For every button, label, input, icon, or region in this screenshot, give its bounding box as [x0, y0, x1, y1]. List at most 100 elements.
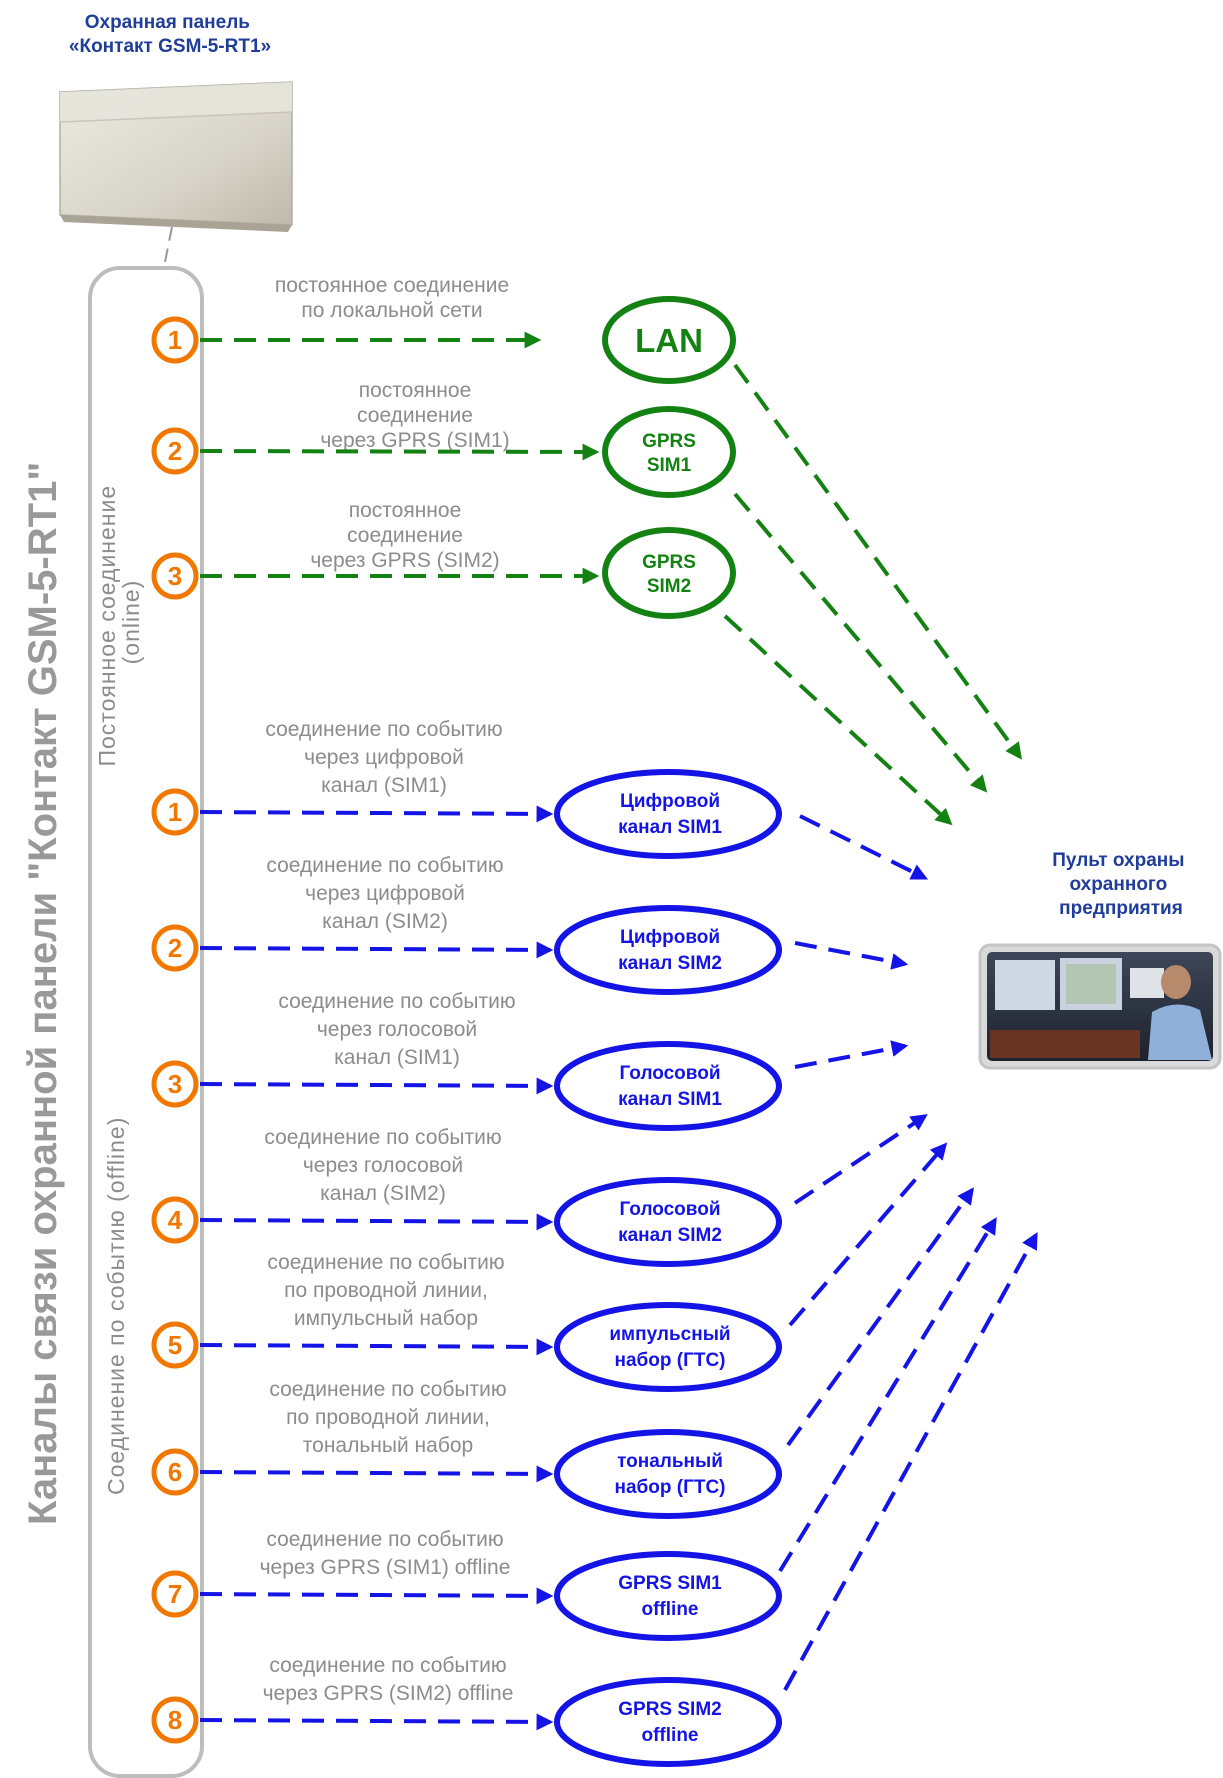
offline-node-label-1: Цифровой канал SIM1 [618, 791, 722, 838]
online-badge-number-2: 2 [168, 436, 182, 466]
online-badge-number-3: 3 [168, 561, 182, 591]
offline-node-label-8-line2: offline [642, 1725, 699, 1746]
offline-to-console-arrow-6 [786, 1187, 974, 1447]
offline-badge-number-4: 4 [168, 1205, 183, 1235]
group-online-label: Постоянное соединение (online) [94, 477, 144, 766]
offline-node-4 [554, 1177, 782, 1267]
console-operator-image [978, 943, 1222, 1070]
offline-desc-1-line2: через цифровой [304, 746, 464, 769]
offline-arrow-1 [199, 805, 554, 823]
side-title: Каналы связи охранной панели "Контакт GS… [21, 462, 65, 1525]
offline-desc-3-line1: соединение по событию [278, 990, 515, 1013]
offline-arrow-6 [199, 1465, 554, 1483]
offline-node-7 [554, 1551, 782, 1641]
offline-badge-3 [151, 1060, 199, 1108]
offline-desc-3-line3: канал (SIM1) [334, 1046, 460, 1069]
offline-node-label-6-line2: набор (ГТС) [614, 1477, 725, 1498]
online-desc-2-line1: постоянное [359, 379, 472, 402]
panel-title: Охранная панель «Контакт GSM-5-RT1» [69, 12, 271, 57]
offline-desc-7-line2: через GPRS (SIM1) offline [260, 1556, 511, 1579]
offline-node-label-5-line2: набор (ГТС) [614, 1350, 725, 1371]
offline-node-label-8-line1: GPRS SIM2 [618, 1699, 721, 1720]
offline-node-label-2-line1: Цифровой [620, 927, 720, 948]
offline-badge-5 [151, 1321, 199, 1369]
offline-node-6 [554, 1429, 782, 1519]
offline-node-2 [554, 905, 782, 995]
offline-node-label-8: GPRS SIM2 offline [618, 1699, 721, 1746]
offline-node-3 [554, 1041, 782, 1131]
online-node-label-3: GPRS SIM2 [642, 552, 696, 597]
offline-desc-8-line2: через GPRS (SIM2) offline [263, 1682, 514, 1705]
offline-badge-1 [151, 788, 199, 836]
offline-to-console-arrow-8 [783, 1232, 1038, 1691]
offline-node-label-1-line2: канал SIM1 [618, 817, 722, 838]
online-badge-2 [151, 427, 199, 475]
group-online-line1: Постоянное соединение [94, 485, 120, 767]
offline-node-label-7-line2: offline [642, 1599, 699, 1620]
panel-title-line2: «Контакт GSM-5-RT1» [69, 36, 271, 57]
offline-desc-5-line3: импульсный набор [294, 1307, 478, 1330]
offline-to-console-arrow-4 [793, 1114, 928, 1205]
online-node-2 [602, 406, 736, 498]
offline-desc-4-line2: через голосовой [303, 1154, 463, 1177]
console-title-line1: Пульт охраны [1052, 850, 1184, 871]
online-desc-2-line2: соединение [357, 404, 473, 427]
offline-desc-7-line1: соединение по событию [266, 1528, 503, 1551]
offline-node-8 [554, 1677, 782, 1767]
offline-badge-8 [151, 1696, 199, 1744]
offline-arrow-2 [199, 941, 554, 959]
online-to-console-arrow-3 [723, 614, 953, 826]
offline-node-label-3-line2: канал SIM1 [618, 1089, 722, 1110]
online-node-1 [602, 296, 736, 384]
online-node-label-2-line1: GPRS [642, 431, 696, 452]
online-desc-1-line1: постоянное соединение [275, 274, 509, 297]
online-to-console-arrow-2 [733, 492, 988, 793]
console-title-line3: предприятия [1059, 898, 1183, 919]
offline-badge-4 [151, 1196, 199, 1244]
group-offline-line1: Соединение по событию (offline) [103, 1117, 129, 1495]
offline-desc-4-line1: соединение по событию [264, 1126, 501, 1149]
offline-desc-6-line3: тональный набор [303, 1434, 473, 1457]
offline-badge-number-3: 3 [168, 1069, 182, 1099]
online-desc-3-line2: соединение [347, 524, 463, 547]
offline-node-label-2: Цифровой канал SIM2 [618, 927, 722, 974]
online-badge-number-1: 1 [168, 325, 182, 355]
offline-desc-2-line2: через цифровой [305, 882, 465, 905]
online-badge-1 [151, 316, 199, 364]
offline-arrow-4 [199, 1213, 554, 1231]
group-offline-label: Соединение по событию (offline) [103, 1117, 129, 1495]
console-title-line2: охранного [1070, 874, 1168, 895]
offline-desc-5-line2: по проводной линии, [284, 1279, 488, 1302]
online-node-label-1: LAN [635, 322, 703, 359]
online-node-label-3-line2: SIM2 [647, 576, 691, 597]
offline-to-console-arrow-3 [794, 1040, 909, 1069]
offline-node-label-1-line1: Цифровой [620, 791, 720, 812]
offline-badge-number-5: 5 [168, 1330, 182, 1360]
panel-connector-line [164, 226, 173, 263]
offline-badge-number-1: 1 [168, 797, 182, 827]
channels-bracket [88, 266, 204, 1778]
offline-desc-6-line2: по проводной линии, [286, 1406, 490, 1429]
online-node-label-1-line1: LAN [635, 322, 703, 359]
offline-node-label-2-line2: канал SIM2 [618, 953, 722, 974]
offline-node-label-7-line1: GPRS SIM1 [618, 1573, 722, 1594]
offline-arrow-7 [199, 1587, 554, 1605]
online-node-label-3-line1: GPRS [642, 552, 696, 573]
panel-device-image [59, 81, 293, 232]
offline-desc-2-line1: соединение по событию [266, 854, 503, 877]
offline-node-5 [554, 1302, 782, 1392]
online-desc-2-line3: через GPRS (SIM1) [320, 429, 509, 452]
